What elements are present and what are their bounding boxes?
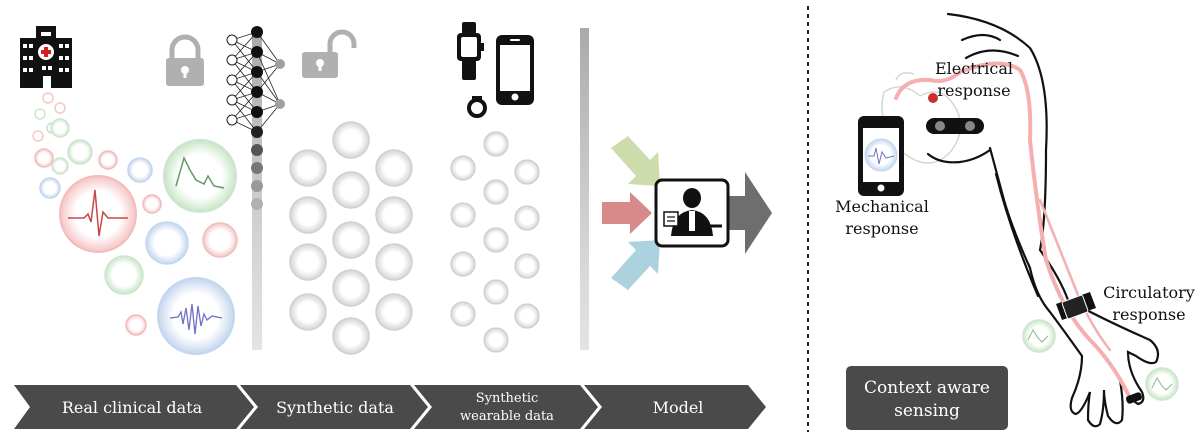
emg-bubble [157,277,235,355]
context-box-line2: sensing [894,401,960,421]
ppg-bubble [163,139,237,213]
context-aware-sensing-box: Context aware sensing [846,366,1008,430]
circulatory-label-line2: response [1112,305,1185,324]
finger-ring-icon [1125,392,1143,404]
stage-chevron-synthetic [240,385,428,429]
mechanical-label-line1: Mechanical [835,197,929,216]
lock-open-icon [302,29,357,78]
electrical-label-line1: Electrical [935,59,1013,78]
mechanical-label-line2: response [845,219,918,238]
stage-chevron-model [584,385,766,429]
neural-network-nodes [226,26,285,210]
ring-icon [467,96,487,118]
input-arrow-green [611,136,660,186]
stage-label-synthetic: Synthetic data [276,398,394,417]
electrical-marker [928,93,938,103]
bubble-trail [32,92,238,336]
circulatory-label-line1: Circulatory [1103,283,1195,302]
stage-label-model: Model [653,398,704,417]
stage-label-real-clinical: Real clinical data [62,398,203,417]
stage-label-wearable-line2: wearable data [460,409,554,424]
wearable-bubbles [450,131,540,353]
stage-chevron-synthetic-wearable [414,385,598,429]
hospital-icon [20,26,72,88]
synthetic-bubbles [289,121,413,355]
electrical-label-line2: response [937,81,1010,100]
mechanical-phone-icon [858,116,904,196]
ecg-bubble [59,175,137,253]
smartphone-icon [496,35,534,105]
input-arrow-blue [611,240,660,290]
pipeline-banner: Real clinical data Synthetic data Synthe… [14,385,766,429]
divider-bar-2 [580,28,589,350]
stage-chevron-real-clinical [14,385,254,429]
stage-label-wearable-line1: Synthetic [476,391,539,406]
wrist-watch-icon [1056,292,1096,320]
smartwatch-icon [457,22,484,80]
lock-closed-icon [166,34,204,86]
doctor-icon [654,178,730,248]
circulatory-bubbles [1022,319,1179,401]
input-arrow-red [602,192,652,234]
context-box-line1: Context aware [864,378,990,398]
output-arrow [726,172,772,254]
chest-sensor-icon [926,118,984,134]
blood-vessel [894,61,1130,396]
